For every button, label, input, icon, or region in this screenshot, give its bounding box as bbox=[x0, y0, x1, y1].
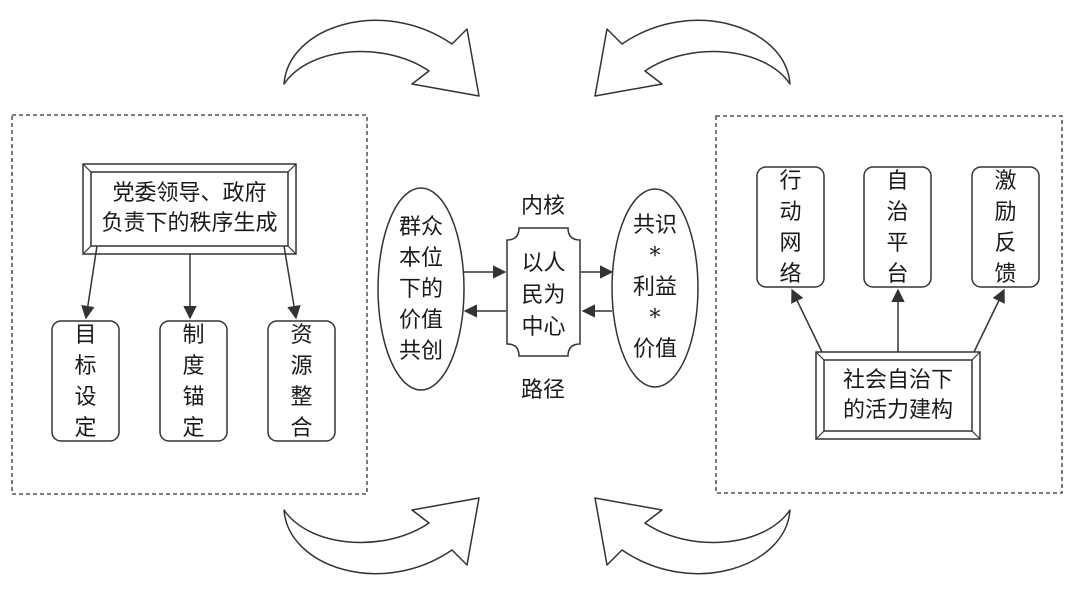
core-box bbox=[506, 227, 581, 357]
arrow-to-action-network bbox=[791, 288, 823, 353]
autonomy-platform-box bbox=[863, 166, 932, 288]
left-main-box bbox=[82, 163, 297, 255]
institution-anchoring-box bbox=[159, 320, 228, 442]
action-network-box bbox=[756, 166, 825, 288]
curved-arrow-top-right bbox=[594, 19, 791, 97]
curved-arrow-top-left bbox=[283, 19, 480, 97]
curved-arrow-bottom-left bbox=[283, 497, 480, 575]
right-group-dashed-frame bbox=[715, 115, 1063, 494]
consensus-ellipse bbox=[611, 188, 699, 388]
arrow-to-resource-integration bbox=[283, 245, 301, 320]
resource-integration-box bbox=[267, 320, 336, 442]
curved-arrow-bottom-right bbox=[594, 497, 791, 575]
goal-setting-box bbox=[51, 320, 120, 442]
right-main-box bbox=[815, 351, 981, 440]
arrow-to-incentive-feedback bbox=[973, 288, 1005, 353]
incentive-feedback-box bbox=[971, 166, 1040, 288]
left-group-dashed-frame bbox=[11, 114, 368, 495]
value-cocreation-ellipse bbox=[377, 187, 465, 391]
arrow-to-goal-setting bbox=[81, 245, 98, 320]
